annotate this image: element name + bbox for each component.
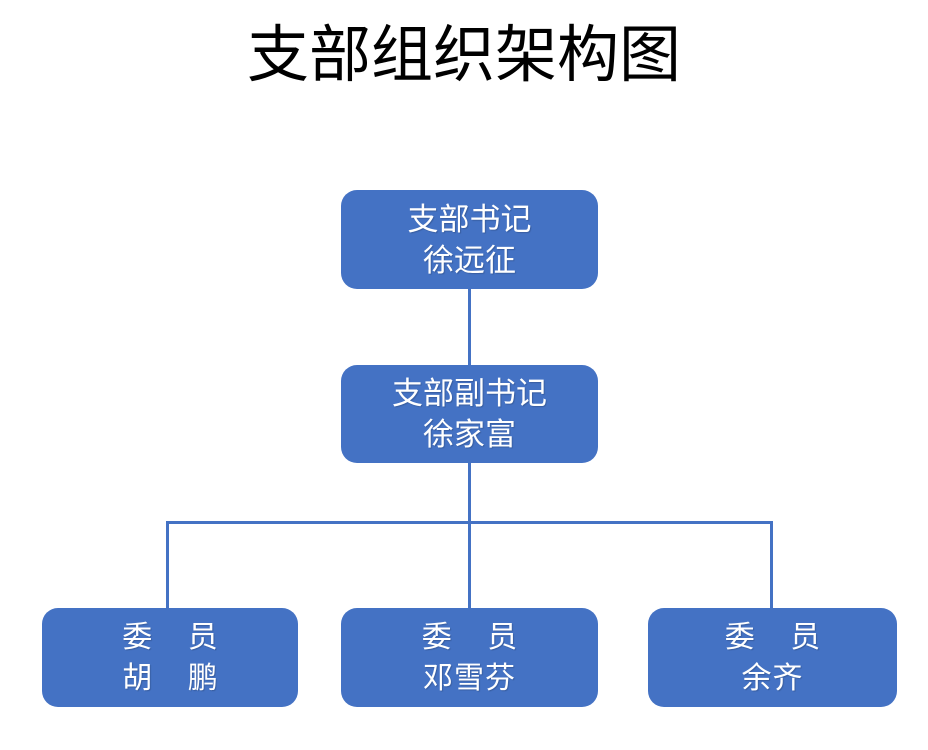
org-node-secretary-name: 徐远征: [423, 242, 516, 278]
page-title: 支部组织架构图: [246, 22, 681, 90]
org-node-member-3-role: 委 员: [724, 620, 835, 654]
org-node-member-2-name: 邓雪芬: [423, 661, 516, 695]
connector-deputy-down: [468, 462, 471, 524]
org-node-member-3[interactable]: 委 员 余齐: [648, 608, 897, 707]
org-node-deputy-secretary-name: 徐家富: [423, 417, 516, 452]
org-node-deputy-secretary-role: 支部副书记: [392, 376, 547, 411]
connector-drop-member-1: [166, 521, 169, 609]
org-node-member-1-name: 胡 鹏: [122, 661, 232, 695]
org-node-member-2[interactable]: 委 员 邓雪芬: [341, 608, 598, 707]
org-node-deputy-secretary[interactable]: 支部副书记 徐家富: [341, 365, 598, 463]
connector-drop-member-3: [770, 521, 773, 609]
connector-secretary-to-deputy: [468, 288, 471, 366]
org-node-secretary-role: 支部书记: [407, 201, 532, 237]
org-node-member-1[interactable]: 委 员 胡 鹏: [42, 608, 298, 707]
org-node-member-2-role: 委 员: [421, 620, 532, 654]
org-node-secretary[interactable]: 支部书记 徐远征: [341, 190, 598, 289]
connector-drop-member-2: [468, 521, 471, 609]
org-node-member-3-name: 余齐: [741, 661, 804, 695]
org-node-member-1-role: 委 员: [122, 620, 232, 654]
